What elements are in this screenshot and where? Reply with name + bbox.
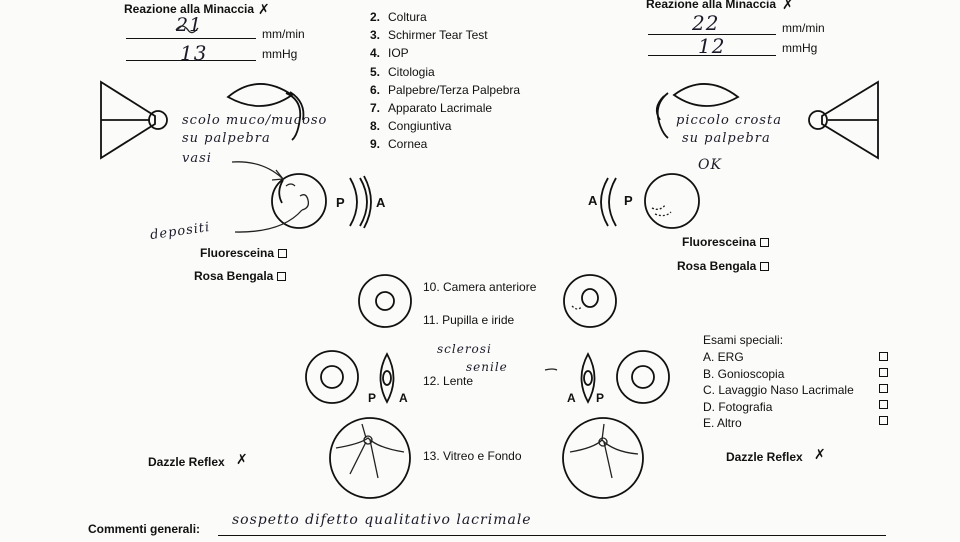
dazzle-mark-left-icon: ✗ [236,451,248,467]
checklist-item: 7.Apparato Lacrimale [370,101,493,116]
fluorescein-label-left: Fluoresceina [200,246,275,260]
fluorescein-left: Fluoresceina [200,246,288,260]
special-exam-item: D. Fotografia [703,399,773,414]
dazzle-reflex-right: Dazzle Reflex [726,450,803,464]
iop-value-left: 13 [180,41,208,65]
special-exam-item: C. Lavaggio Naso Lacrimale [703,383,854,397]
rose-bengal-checkbox-right[interactable] [760,262,770,271]
special-exam-checkbox[interactable] [879,384,888,393]
checklist-item: 3.Schirmer Tear Test [370,28,488,43]
eyelid-note-right-2: su palpebra [682,131,771,146]
eyelid-note-right-1: piccolo crosta [676,113,782,128]
menace-mark-right-icon: ✗ [782,0,794,12]
lens-axis-right-a: A [567,391,576,405]
menace-response-label-right: Reazione alla Minaccia [646,0,777,11]
special-exam-item: B. Gonioscopia [703,366,785,381]
eyelid-note-left-2: su palpebra [182,131,271,146]
axis-p-right: P [624,193,633,208]
rose-bengal-right: Rosa Bengala [677,259,770,273]
tear-test-value-left: 21 [176,14,203,36]
ok-note-right: OK [698,157,722,173]
checklist-item: 4.IOP [370,46,409,61]
special-exam-item: A. ERG [703,350,744,364]
lens-axis-left-a: A [399,391,408,405]
checklist-item: 5.Citologia [370,64,435,79]
axis-p-left: P [336,195,345,210]
iop-value-right: 12 [698,34,726,58]
anterior-chamber-label: 10. Camera anteriore [423,280,537,294]
lens-axis-right-p: P [596,391,605,405]
eyelid-note-left-3: vasi [182,151,212,166]
iop-line-right [648,55,776,56]
lens-note-1: sclerosi [437,342,492,356]
special-exam-checkbox[interactable] [879,416,888,425]
tear-test-line-right [648,34,776,35]
fluorescein-label-right: Fluoresceina [682,235,757,249]
lens-axis-left-p: P [368,391,377,405]
special-exam-item: E. Altro [703,416,742,430]
comments-line [218,535,886,536]
pupil-iris-label: 11. Pupilla e iride [423,313,515,327]
tear-test-value-right: 22 [692,11,720,35]
checklist-item: 6.Palpebre/Terza Palpebra [370,82,521,97]
checklist-item: 9.Cornea [370,137,428,152]
special-exam-checkbox[interactable] [879,368,888,377]
general-comments-value[interactable]: sospetto difetto qualitativo lacrimale [232,512,532,528]
special-exams-title: Esami speciali: [703,333,784,347]
fluorescein-checkbox-right[interactable] [760,238,770,247]
rose-bengal-checkbox-left[interactable] [277,272,287,281]
iop-line-left [126,60,256,61]
rose-bengal-label-left: Rosa Bengala [194,269,274,283]
checklist-item: 2.Coltura [370,10,427,24]
rose-bengal-left: Rosa Bengala [194,269,287,283]
axis-a-right: A [588,193,598,208]
fluorescein-checkbox-left[interactable] [278,249,288,258]
axis-a-left: A [376,195,386,210]
lens-note-2: senile [466,360,508,374]
vitreous-fundus-label: 13. Vitreo e Fondo [423,449,522,463]
tear-test-unit-right: mm/min [782,21,825,35]
eyelid-note-left-1: scolo muco/mucoso [182,113,328,128]
fluorescein-right: Fluoresceina [682,235,770,249]
dazzle-reflex-left: Dazzle Reflex [148,455,225,469]
special-exam-checkbox[interactable] [879,352,888,361]
special-exam-checkbox[interactable] [879,400,888,409]
general-comments-label: Commenti generali: [88,522,201,536]
special-exams-list: A. ERG B. Gonioscopia C. Lavaggio Naso L… [703,349,854,432]
checklist-item: 8.Congiuntiva [370,119,452,134]
dazzle-mark-right-icon: ✗ [814,446,826,462]
iop-unit-left: mmHg [262,47,298,61]
iop-unit-right: mmHg [782,41,818,55]
rose-bengal-label-right: Rosa Bengala [677,259,757,273]
tear-test-line-left [126,38,256,39]
menace-response-label-left: Reazione alla Minaccia [124,2,255,16]
exam-checklist: 2.Coltura 3.Schirmer Tear Test 4.IOP 5.C… [370,8,520,154]
lens-label: 12. Lente [423,374,474,388]
tear-test-unit-left: mm/min [262,27,305,41]
menace-mark-left-icon: ✗ [258,1,270,17]
